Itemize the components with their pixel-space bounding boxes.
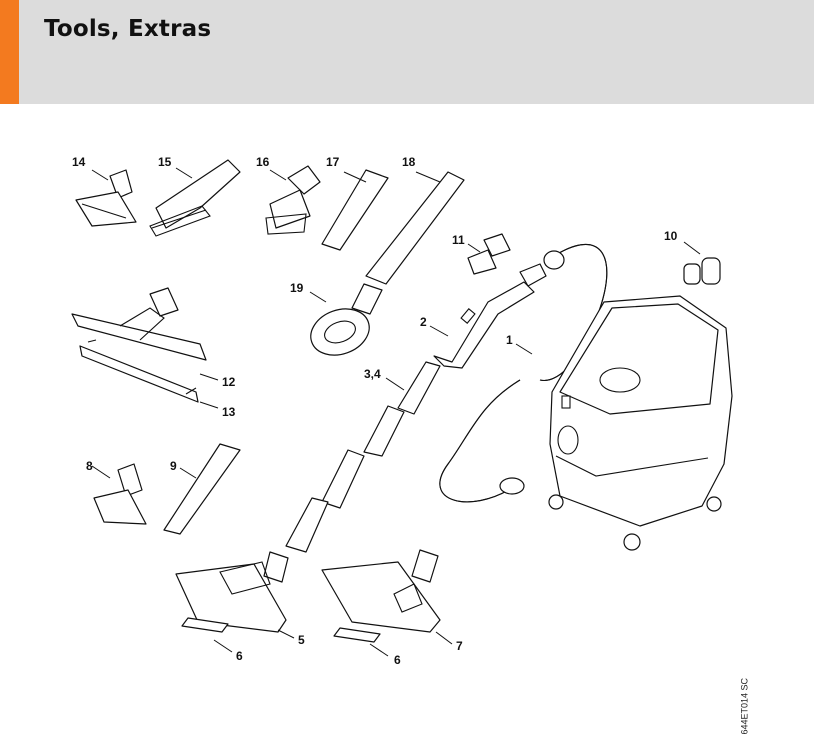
callout-15: 15 — [158, 155, 172, 169]
parts-illustration: 14 15 16 17 18 11 10 19 2 1 12 13 3,4 8 … — [71, 155, 733, 667]
callout-10: 10 — [664, 229, 678, 243]
callout-1: 1 — [506, 333, 513, 347]
callout-7: 7 — [456, 639, 463, 653]
part-11-adapter[interactable] — [467, 233, 511, 275]
callout-17: 17 — [326, 155, 340, 169]
callout-16: 16 — [256, 155, 270, 169]
callout-8: 8 — [86, 459, 93, 473]
parts-diagram: 14 15 16 17 18 11 10 19 2 1 12 13 3,4 8 … — [0, 104, 814, 756]
callout-9: 9 — [170, 459, 177, 473]
callout-3-4: 3,4 — [364, 367, 381, 381]
page-title: Tools, Extras — [44, 16, 212, 42]
callout-11: 11 — [452, 233, 465, 247]
part-17-crevice-nozzle[interactable] — [321, 169, 389, 251]
part-15-brush-nozzle[interactable] — [149, 159, 241, 237]
part-9-crevice-nozzle[interactable] — [163, 443, 241, 535]
callout-19: 19 — [290, 281, 304, 295]
part-18-long-crevice-nozzle[interactable] — [365, 171, 465, 285]
callout-2: 2 — [420, 315, 427, 329]
reference-code: 644ET014 SC — [740, 678, 750, 735]
part-8-nozzle[interactable] — [93, 463, 147, 525]
accent-bar — [0, 0, 19, 104]
part-5-floor-nozzle[interactable] — [175, 551, 289, 633]
callout-5: 5 — [298, 633, 305, 647]
part-6-rubber-strip-a[interactable] — [181, 617, 229, 633]
callout-6a: 6 — [236, 649, 243, 663]
callout-13: 13 — [222, 405, 236, 419]
part-6-rubber-strip-b[interactable] — [333, 627, 381, 643]
part-13-brush-strip[interactable] — [79, 339, 199, 403]
vacuum-cleaner-body[interactable] — [548, 295, 733, 551]
part-10-clip[interactable] — [683, 257, 721, 285]
part-14-upholstery-nozzle[interactable] — [75, 169, 137, 227]
part-19-ring-brush[interactable] — [304, 283, 383, 363]
callout-18: 18 — [402, 155, 416, 169]
callout-6b: 6 — [394, 653, 401, 667]
part-3-4-extension-tubes[interactable] — [285, 361, 441, 553]
part-2-handle-tube[interactable] — [433, 263, 547, 369]
header-bar: Tools, Extras — [0, 0, 814, 104]
part-7-floor-nozzle[interactable] — [321, 549, 441, 633]
callout-12: 12 — [222, 375, 236, 389]
part-12-floor-nozzle[interactable] — [71, 287, 207, 361]
callout-14: 14 — [72, 155, 86, 169]
part-16-dusting-brush[interactable] — [265, 165, 321, 235]
